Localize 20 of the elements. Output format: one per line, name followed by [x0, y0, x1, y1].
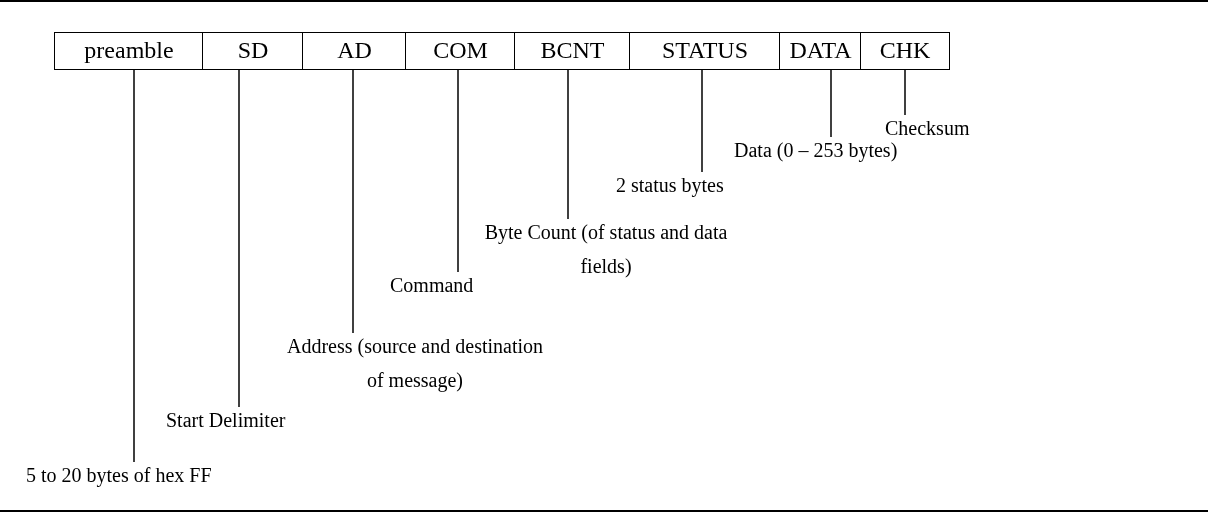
field-box: CHK [860, 32, 950, 70]
field-box: preamble [54, 32, 204, 70]
field-box: STATUS [629, 32, 781, 70]
field-box: DATA [779, 32, 862, 70]
field-description: 5 to 20 bytes of hex FF [26, 458, 306, 492]
leader-line [830, 69, 832, 138]
leader-line [352, 69, 354, 334]
field-box: AD [302, 32, 407, 70]
leader-line [457, 69, 459, 273]
field-description: 2 status bytes [616, 168, 776, 202]
field-box: COM [405, 32, 516, 70]
leader-line [238, 69, 240, 408]
leader-line [567, 69, 569, 220]
field-description: Start Delimiter [166, 403, 346, 437]
leader-line [133, 69, 135, 463]
field-box: BCNT [514, 32, 631, 70]
field-description: Address (source and destination of message) [280, 329, 550, 397]
leader-line [701, 69, 703, 173]
leader-line [904, 69, 906, 116]
field-box: SD [202, 32, 304, 70]
